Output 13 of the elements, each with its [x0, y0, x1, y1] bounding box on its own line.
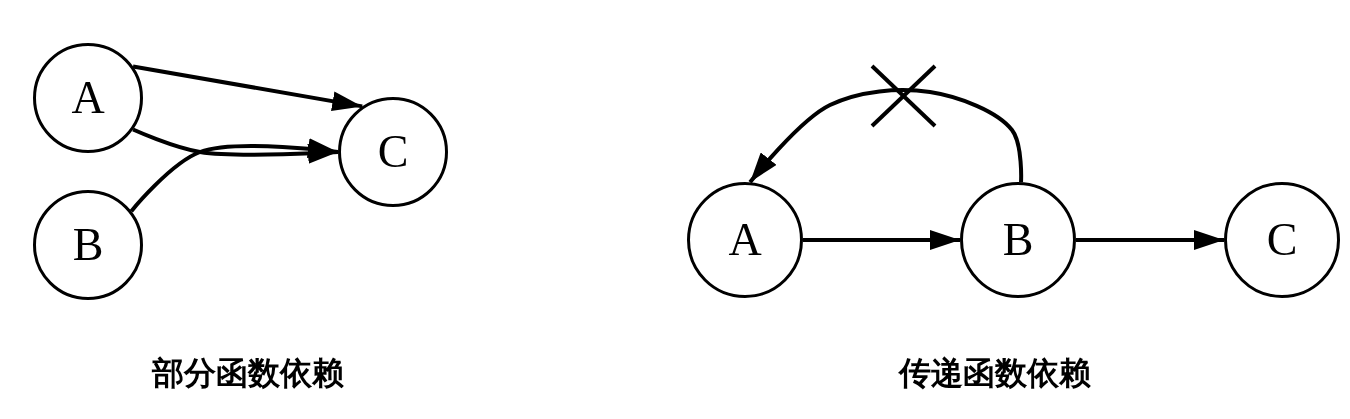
caption: 传递函数依赖: [899, 353, 1091, 394]
arrow: [132, 64, 363, 112]
node-label: C: [1266, 217, 1298, 263]
arrow: [803, 230, 960, 250]
node-label: B: [1002, 217, 1034, 263]
arrow: [129, 138, 339, 213]
arrow: [1076, 230, 1224, 250]
caption: 部分函数依赖: [152, 353, 344, 394]
node-label: A: [71, 75, 105, 121]
arrow: [748, 88, 1024, 184]
node-label: B: [72, 222, 104, 268]
node-label: C: [377, 129, 409, 175]
node-label: A: [728, 217, 762, 263]
